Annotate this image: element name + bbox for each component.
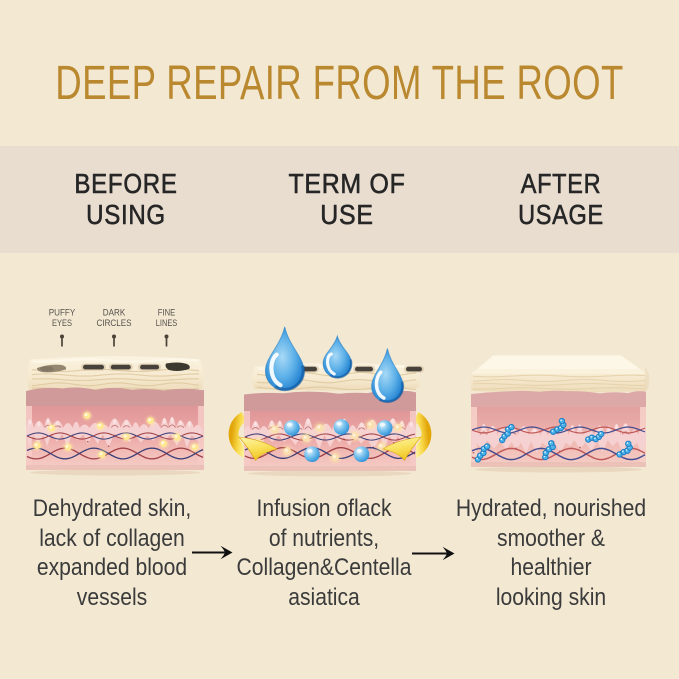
svg-text:PUFFY: PUFFY bbox=[49, 308, 76, 319]
svg-text:EYES: EYES bbox=[52, 318, 72, 329]
svg-text:FINE: FINE bbox=[158, 308, 176, 319]
svg-text:CIRCLES: CIRCLES bbox=[97, 318, 132, 329]
svg-text:DARK: DARK bbox=[103, 308, 126, 319]
svg-text:LINES: LINES bbox=[156, 318, 178, 329]
